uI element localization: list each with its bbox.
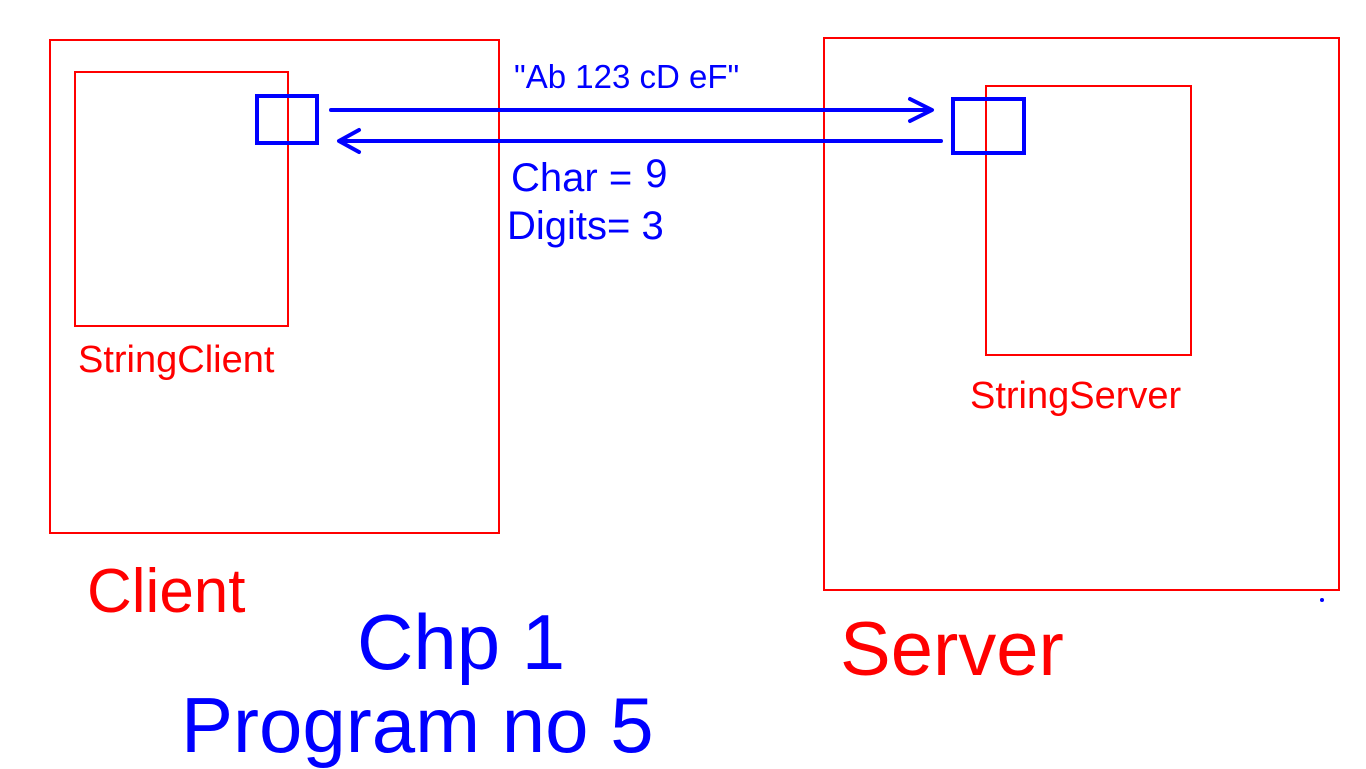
server-label: Server [840,607,1064,692]
stray-dot [1320,598,1324,602]
response-digits-label: Digits= 3 [507,206,664,246]
string-client-label: StringClient [78,339,275,381]
caption-program: Program no 5 [181,681,654,769]
digits-value: 3 [641,204,664,248]
server-machine-box [823,37,1340,591]
client-label: Client [87,557,246,626]
char-value: 9 [645,152,668,196]
digits-label-text: Digits= [507,204,631,248]
string-server-program-box [985,85,1192,356]
response-char-label: Char = 9 [511,154,668,200]
client-machine-box [49,39,500,534]
char-label-text: Char = [511,156,633,200]
server-socket-box [951,97,1026,155]
string-client-program-box [74,71,289,327]
caption-chapter: Chp 1 [357,598,566,686]
string-server-label: StringServer [970,375,1182,417]
client-socket-box [255,94,319,145]
request-message-label: "Ab 123 cD eF" [514,58,740,95]
